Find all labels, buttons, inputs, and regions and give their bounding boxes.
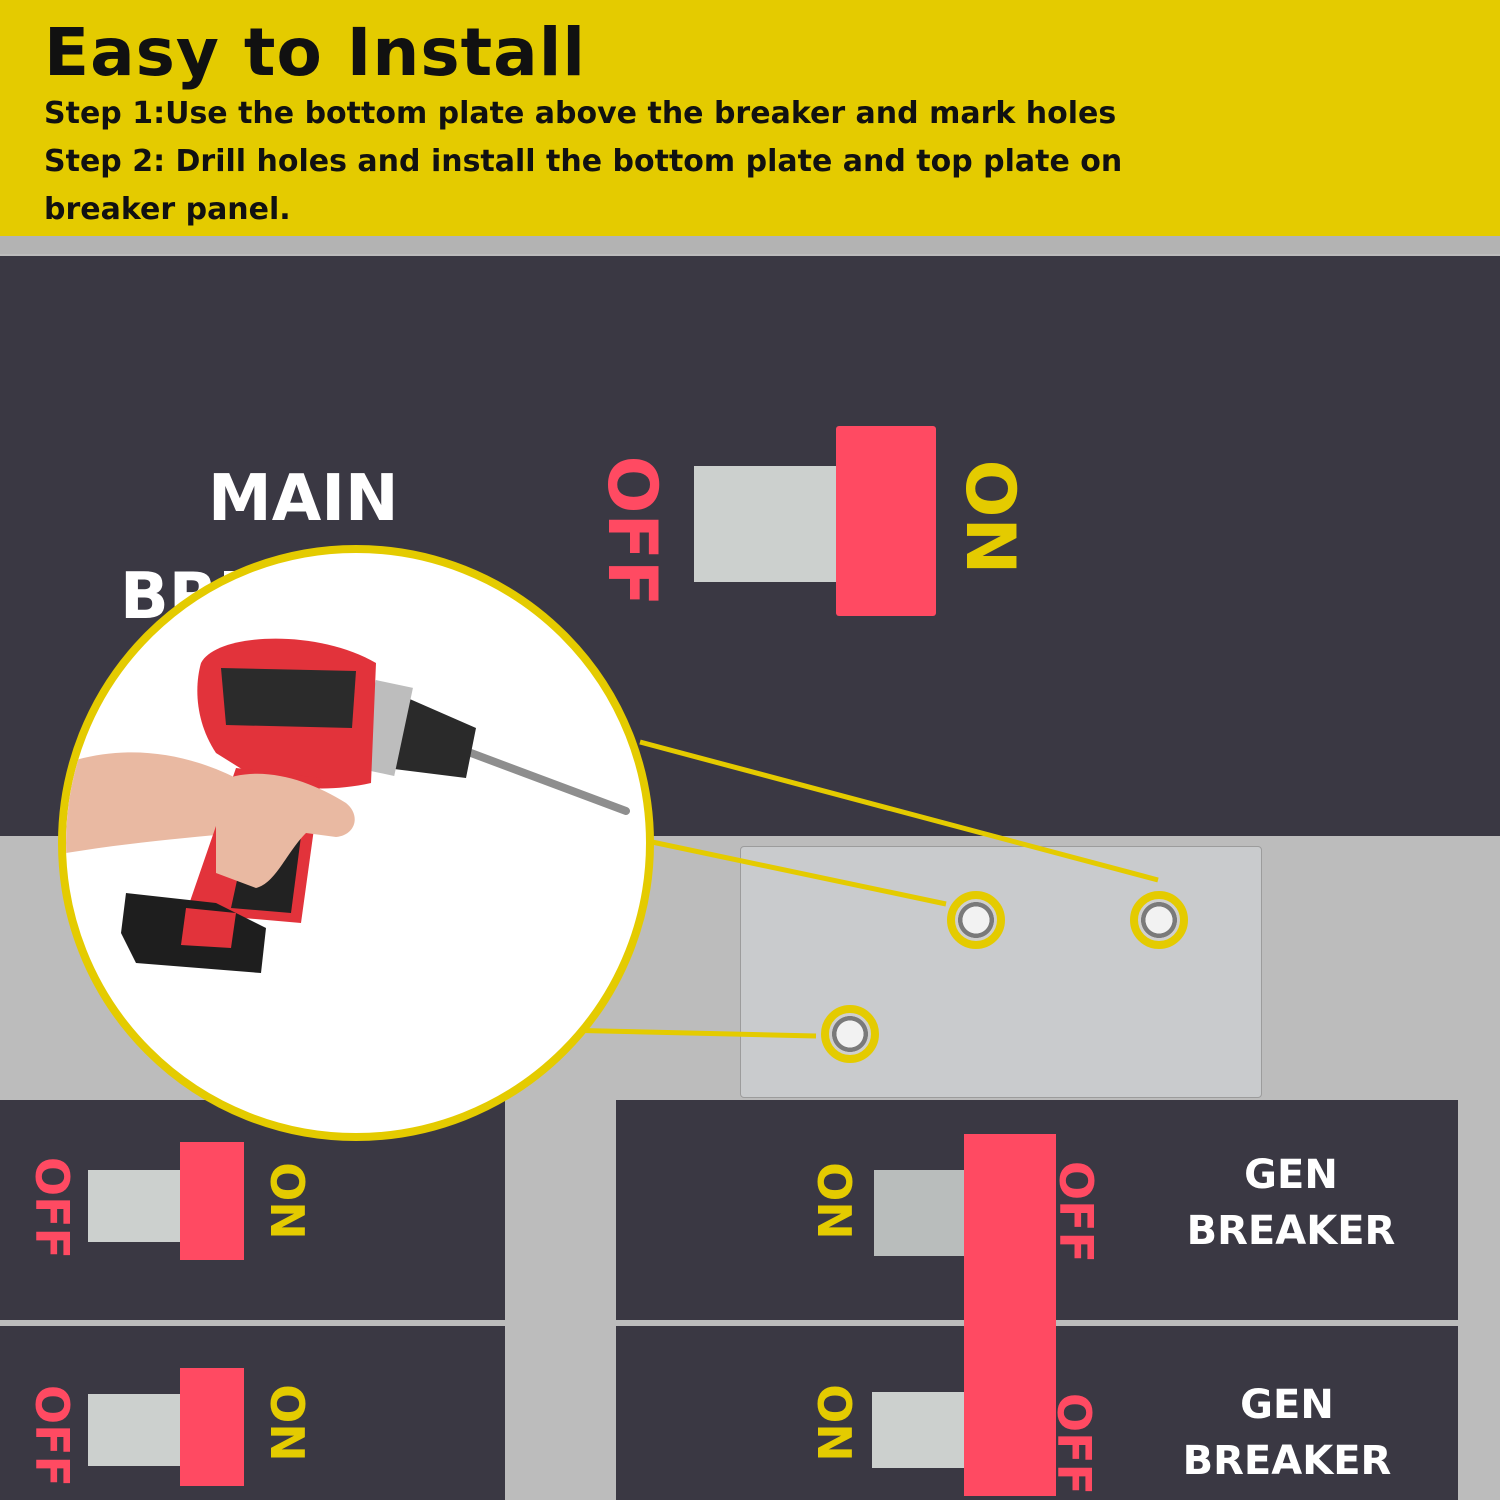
- plate-hole-2: [1130, 891, 1188, 949]
- left-breaker-2-handle[interactable]: [180, 1368, 244, 1486]
- drill-callout-circle: [58, 545, 654, 1141]
- gen-breaker-2-track: [872, 1392, 982, 1468]
- left-breaker-1-handle[interactable]: [180, 1142, 244, 1260]
- left-breaker-2: OFF ON: [0, 1326, 505, 1500]
- left-breaker-1-track: [88, 1170, 188, 1242]
- main-breaker-label-line1: MAIN: [208, 462, 399, 536]
- main-switch-track: [694, 466, 844, 582]
- plate-hole-1: [947, 891, 1005, 949]
- left-breaker-2-track: [88, 1394, 188, 1466]
- interlock-slide-bar[interactable]: [964, 1134, 1056, 1496]
- step-2-text-line1: Step 2: Drill holes and install the bott…: [44, 144, 1123, 179]
- divider-stripe: [0, 236, 1500, 254]
- hand-icon: [66, 752, 236, 853]
- bottom-plate: [740, 846, 1262, 1098]
- step-1-text: Step 1:Use the bottom plate above the br…: [44, 96, 1117, 131]
- main-switch-handle[interactable]: [836, 426, 936, 616]
- gen-breaker-1-label-line2: BREAKER: [1186, 1208, 1396, 1254]
- header-banner: Easy to Install Step 1:Use the bottom pl…: [0, 0, 1500, 236]
- gen-breaker-1-label-line1: GEN: [1244, 1152, 1338, 1198]
- gen-breaker-2-label-line2: BREAKER: [1182, 1438, 1392, 1484]
- left-breaker-1: OFF ON: [0, 1100, 505, 1320]
- step-2-text-line2: breaker panel.: [44, 192, 291, 227]
- page-title: Easy to Install: [44, 14, 586, 91]
- cordless-drill-icon: [66, 638, 630, 973]
- gen-breaker-2-label-line1: GEN: [1240, 1382, 1334, 1428]
- plate-hole-3: [821, 1005, 879, 1063]
